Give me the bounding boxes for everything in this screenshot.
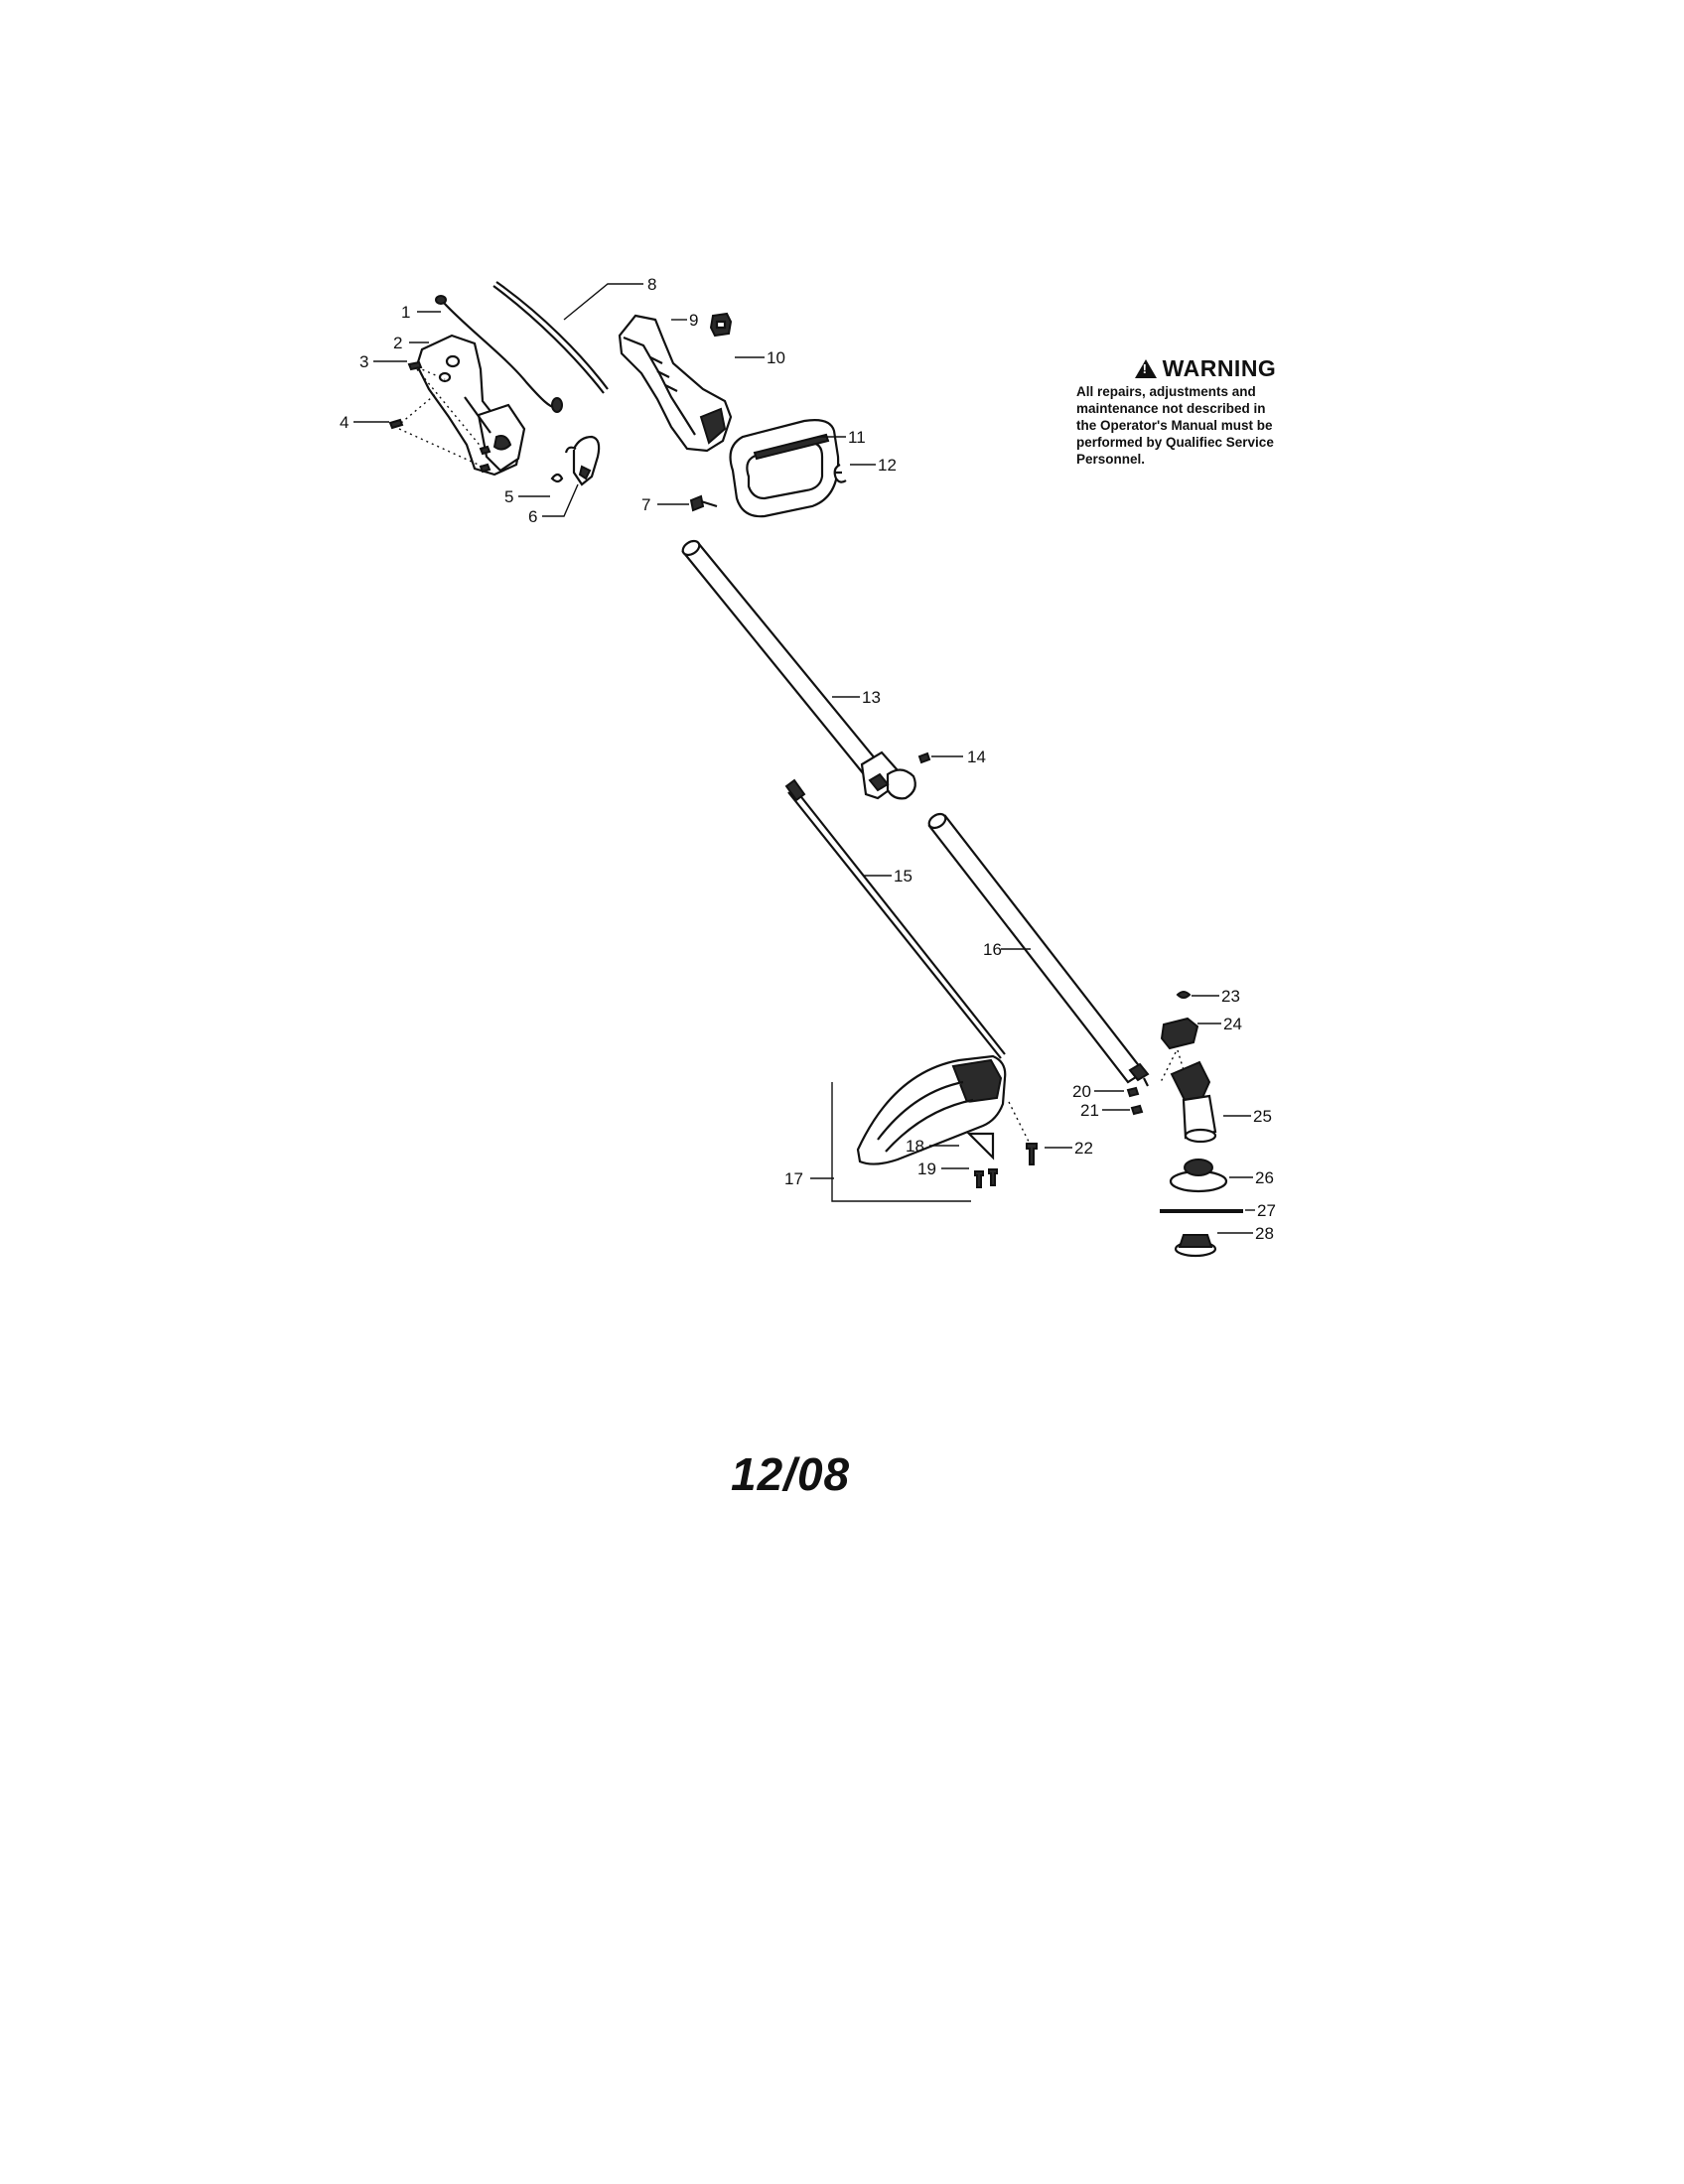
handle-grip-part [618,314,733,453]
warning-triangle-icon [1134,358,1157,378]
warning-title: WARNING [1076,355,1334,381]
nut-part [833,464,847,483]
callout-11: 11 [848,428,866,447]
callout-8: 8 [647,275,656,294]
warning-line: performed by Qualifiec Service [1076,435,1274,450]
spool-part [1169,1159,1228,1193]
callout-21: 21 [1080,1101,1099,1120]
callout-23: 23 [1221,987,1240,1006]
warning-line: maintenance not described in [1076,401,1266,416]
callout-27: 27 [1257,1201,1276,1220]
callout-14: 14 [967,748,986,766]
ignition-wire-part [435,295,563,413]
knob-part [709,312,733,338]
callout-6: 6 [528,507,537,526]
callout-22: 22 [1074,1139,1093,1158]
callout-12: 12 [878,456,897,475]
bolt-part [689,494,718,512]
handle-housing-part [415,334,526,477]
callout-18: 18 [906,1137,924,1156]
callout-4: 4 [340,413,349,432]
callout-13: 13 [862,688,881,707]
bump-knob-part [1174,1234,1217,1258]
bolt-22-part [1008,1101,1038,1165]
warning-line: the Operator's Manual must be [1076,418,1273,433]
assist-handle-part [729,419,840,518]
upper-shaft-part [681,539,916,800]
warning-line: Personnel. [1076,452,1146,467]
callout-20: 20 [1072,1082,1091,1101]
screws-19-part [974,1168,998,1188]
callout-1: 1 [401,303,410,322]
callout-16: 16 [983,940,1002,959]
trigger-part [564,435,601,486]
line-cutter-part [966,1132,995,1160]
gearhead-parts [1126,991,1217,1144]
date-code: 12/08 [731,1448,851,1500]
warning-body: All repairs, adjustments and maintenance… [1076,383,1334,468]
callout-24: 24 [1223,1015,1242,1033]
drive-shaft-part [784,778,1006,1059]
callout-10: 10 [767,348,785,367]
shaft-screw-part [917,751,931,764]
callout-3: 3 [359,352,368,371]
warning-line: All repairs, adjustments and [1076,384,1256,399]
callout-9: 9 [689,311,698,330]
callout-15: 15 [894,867,912,886]
callout-labels: 1 2 3 4 5 6 7 8 9 10 11 12 13 14 15 16 1… [340,275,1276,1243]
warning-title-text: WARNING [1162,355,1277,381]
callout-7: 7 [641,495,650,514]
screws-part [388,360,491,474]
leader-lines [353,283,1255,1234]
callout-25: 25 [1253,1107,1272,1126]
spring-part [550,473,564,483]
callout-5: 5 [504,487,513,506]
callout-19: 19 [917,1160,936,1178]
guard-part [831,1054,1007,1202]
callout-2: 2 [393,334,402,352]
callout-26: 26 [1255,1168,1274,1187]
warning-notice: WARNING All repairs, adjustments and mai… [1076,355,1334,468]
callout-17: 17 [784,1169,803,1188]
lower-shaft-part [927,812,1150,1087]
callout-28: 28 [1255,1224,1274,1243]
throttle-cable-part [492,281,609,394]
